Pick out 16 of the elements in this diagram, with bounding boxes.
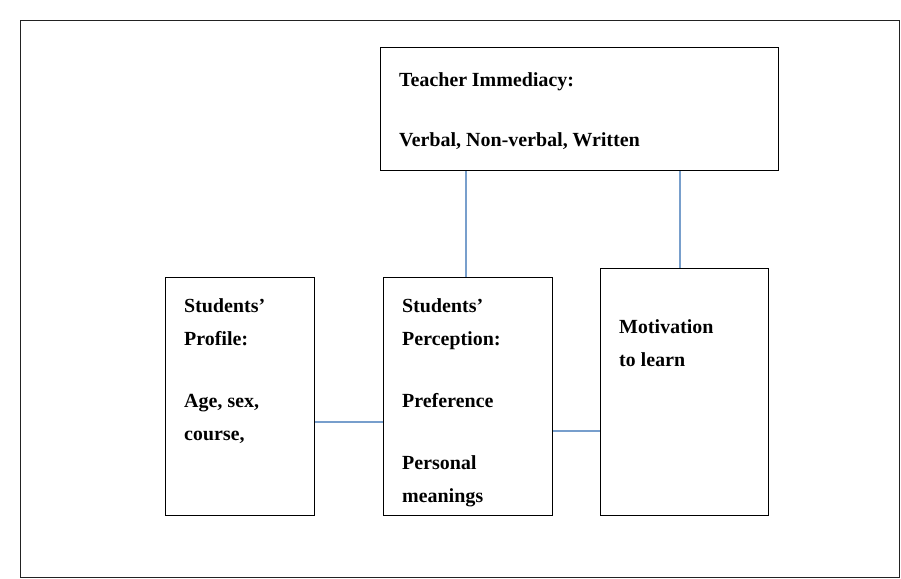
concept-box (600, 268, 769, 516)
concept-box (383, 277, 553, 516)
concept-box (380, 47, 779, 171)
connector-line (679, 171, 681, 268)
box-text: Personal meanings (402, 451, 484, 509)
connector-line (465, 171, 467, 277)
connector-line (315, 421, 383, 423)
box-heading: Students’ Profile: (184, 294, 265, 352)
box-text: Preference (402, 389, 494, 414)
box-text: Verbal, Non-verbal, Written (399, 128, 641, 153)
box-text: Age, sex, course, (184, 389, 260, 447)
box-heading: Motivation to learn (619, 315, 714, 373)
connector-line (553, 430, 600, 432)
box-heading: Students’ Perception: (402, 294, 502, 352)
concept-box (165, 277, 315, 516)
box-heading: Teacher Immediacy: (399, 68, 575, 93)
